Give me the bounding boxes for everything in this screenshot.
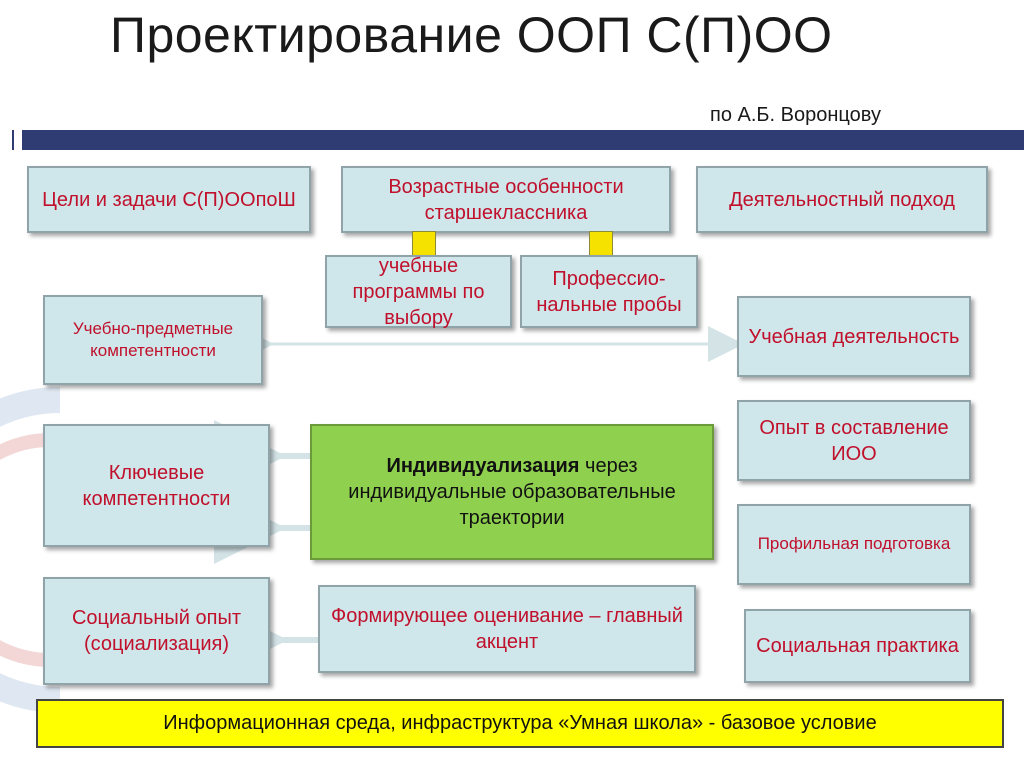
social-experience-box: Социальный опыт (социализация)	[43, 577, 270, 685]
base-condition-banner: Информационная среда, инфраструктура «Ум…	[36, 699, 1004, 748]
header-band	[0, 130, 1024, 150]
subject-competencies-box: Учебно-предметные компетентности	[43, 295, 263, 385]
slide-title: Проектирование ООП С(П)ОО	[110, 7, 833, 63]
activity-approach-box: Деятельностный подход	[696, 166, 988, 233]
formative-assessment-box: Формирующее оценивание – главный акцент	[318, 585, 696, 673]
age-features-box: Возрастные особенности старшеклассника	[341, 166, 671, 233]
center-bold-text: Индивидуализация	[386, 455, 580, 477]
iop-experience-box: Опыт в составление ИОО	[737, 400, 971, 481]
elective-programs-box: учебные программы по выбору	[325, 255, 512, 329]
individualization-center-box: Индивидуализация через индивидуальные об…	[310, 424, 714, 560]
slide-subtitle: по А.Б. Воронцову	[710, 104, 881, 126]
center-rest-text: через индивидуальные образовательные тра…	[348, 455, 676, 529]
social-practice-box: Социальная практика	[744, 609, 971, 683]
connector-tab-right	[589, 231, 613, 257]
decorative-ring-graphic	[0, 387, 60, 713]
header-band-gap	[14, 130, 22, 150]
profile-training-box: Профильная подготовка	[737, 504, 971, 585]
goals-box: Цели и задачи С(П)ООпоШ	[27, 166, 311, 233]
professional-trials-box: Профессио-нальные пробы	[520, 255, 698, 328]
key-competencies-box: Ключевые компетентности	[43, 424, 270, 547]
learning-activity-box: Учебная деятельность	[737, 296, 971, 377]
header-band-gap	[0, 130, 12, 150]
